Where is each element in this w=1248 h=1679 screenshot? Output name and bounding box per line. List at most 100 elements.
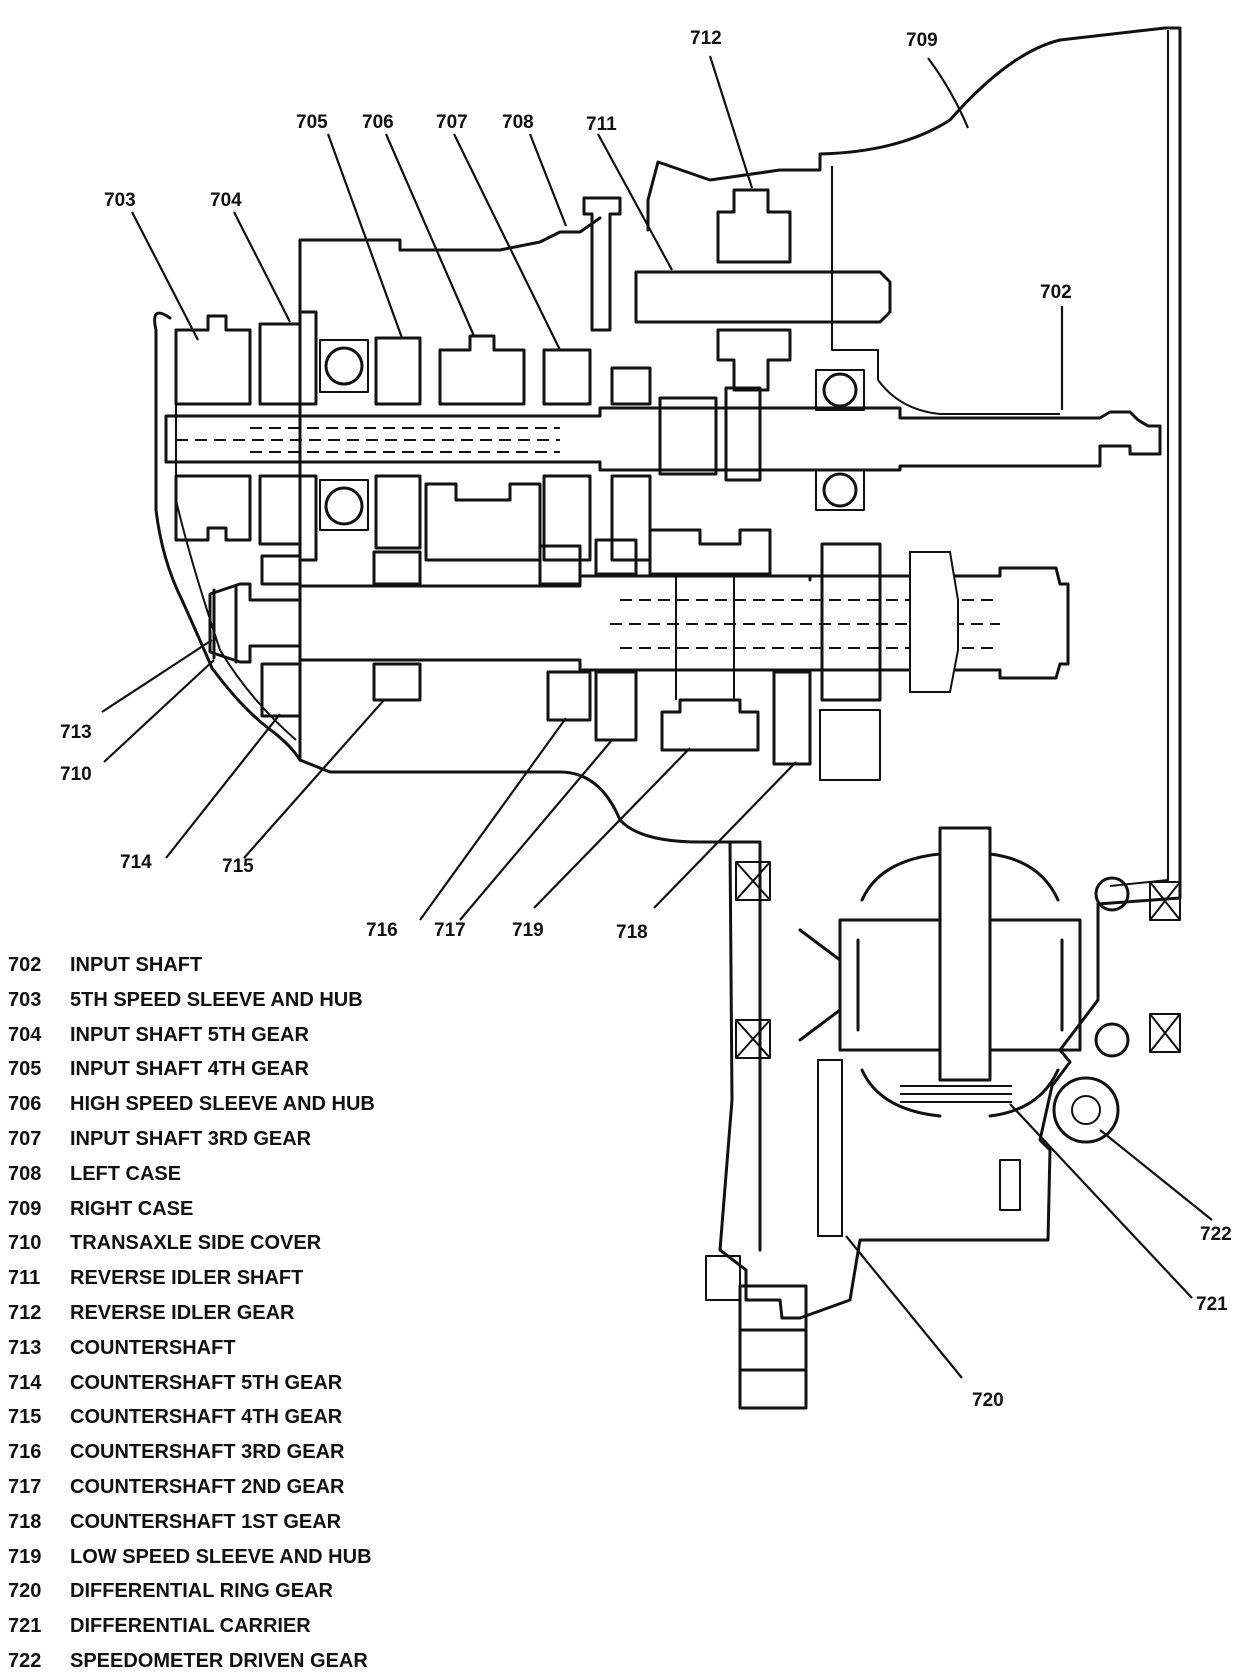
callout-718: 718 (616, 922, 648, 943)
legend-item: 703 5TH SPEED SLEEVE AND HUB (8, 983, 528, 1018)
parts-legend: 702 INPUT SHAFT 703 5TH SPEED SLEEVE AND H… (8, 948, 528, 1679)
legend-item: 722 SPEEDOMETER DRIVEN GEAR (8, 1644, 528, 1679)
callout-717: 717 (434, 920, 466, 941)
legend-number: 710 (8, 1232, 42, 1255)
legend-item: 719 LOW SPEED SLEEVE AND HUB (8, 1540, 528, 1575)
legend-number: 711 (8, 1267, 41, 1290)
legend-text: COUNTERSHAFT 5TH GEAR (70, 1371, 343, 1394)
legend-text: REVERSE IDLER SHAFT (70, 1267, 304, 1290)
callout-labels: 702 703 704 705 706 707 708 709 710 711 … (60, 28, 1232, 1411)
legend-number: 712 (8, 1301, 42, 1324)
callout-716: 716 (366, 920, 398, 941)
legend-item: 707 INPUT SHAFT 3RD GEAR (8, 1122, 528, 1157)
legend-item: 708 LEFT CASE (8, 1157, 528, 1192)
leader-lines (101, 55, 1213, 1379)
legend-number: 706 (8, 1093, 42, 1116)
legend-number: 720 (8, 1580, 42, 1603)
input-shaft-bore (250, 427, 560, 453)
reverse-idler-shaft (634, 270, 892, 324)
legend-item: 713 COUNTERSHAFT (8, 1331, 528, 1366)
legend-item: 711 REVERSE IDLER SHAFT (8, 1261, 528, 1296)
legend-text: DIFFERENTIAL CARRIER (70, 1615, 311, 1638)
callout-715: 715 (222, 856, 254, 877)
legend-text: INPUT SHAFT 4TH GEAR (70, 1058, 309, 1081)
legend-text: INPUT SHAFT 3RD GEAR (70, 1127, 312, 1150)
legend-number: 709 (8, 1197, 42, 1220)
legend-number: 719 (8, 1545, 42, 1568)
legend-number: 721 (8, 1615, 42, 1638)
legend-item: 717 COUNTERSHAFT 2ND GEAR (8, 1470, 528, 1505)
legend-text: 5TH SPEED SLEEVE AND HUB (70, 988, 363, 1011)
countershaft-gear-stack (260, 528, 959, 781)
callout-709: 709 (906, 30, 938, 51)
input-shaft (164, 406, 1162, 472)
callout-708: 708 (502, 112, 534, 133)
legend-item: 710 TRANSAXLE SIDE COVER (8, 1226, 528, 1261)
callout-710: 710 (60, 764, 92, 785)
legend-number: 713 (8, 1336, 42, 1359)
legend-number: 716 (8, 1441, 42, 1464)
legend-text: RIGHT CASE (70, 1197, 194, 1220)
legend-item: 721 DIFFERENTIAL CARRIER (8, 1609, 528, 1644)
callout-722: 722 (1200, 1224, 1232, 1245)
legend-item: 706 HIGH SPEED SLEEVE AND HUB (8, 1087, 528, 1122)
legend-text: TRANSAXLE SIDE COVER (70, 1232, 322, 1255)
callout-721: 721 (1196, 1294, 1228, 1315)
right-case-inner-edge (831, 30, 1169, 887)
legend-text: INPUT SHAFT (70, 954, 203, 976)
legend-number: 715 (8, 1406, 42, 1429)
legend-item: 704 INPUT SHAFT 5TH GEAR (8, 1018, 528, 1053)
legend-text: LOW SPEED SLEEVE AND HUB (70, 1545, 372, 1568)
legend-item: 715 COUNTERSHAFT 4TH GEAR (8, 1400, 528, 1435)
legend-number: 704 (8, 1023, 42, 1046)
legend-number: 717 (8, 1475, 42, 1498)
legend-text: COUNTERSHAFT 2ND GEAR (70, 1475, 345, 1498)
callout-714: 714 (120, 852, 152, 873)
legend-text: HIGH SPEED SLEEVE AND HUB (70, 1093, 375, 1116)
callout-719: 719 (512, 920, 544, 941)
countershaft-nut (212, 584, 238, 664)
callout-720: 720 (972, 1390, 1004, 1411)
legend-item: 716 COUNTERSHAFT 3RD GEAR (8, 1435, 528, 1470)
legend-item: 709 RIGHT CASE (8, 1192, 528, 1227)
right-case-outline (646, 26, 1182, 1320)
legend-text: SPEEDOMETER DRIVEN GEAR (70, 1649, 368, 1672)
legend-number: 705 (8, 1058, 42, 1081)
legend-item: 705 INPUT SHAFT 4TH GEAR (8, 1052, 528, 1087)
callout-703: 703 (104, 190, 136, 211)
legend-item: 720 DIFFERENTIAL RING GEAR (8, 1574, 528, 1609)
legend-item: 714 COUNTERSHAFT 5TH GEAR (8, 1366, 528, 1401)
legend-text: COUNTERSHAFT 4TH GEAR (70, 1406, 343, 1429)
legend-text: COUNTERSHAFT (70, 1336, 236, 1359)
legend-number: 718 (8, 1510, 42, 1533)
legend-item: 702 INPUT SHAFT (8, 948, 528, 983)
legend-text: LEFT CASE (70, 1162, 182, 1185)
legend-number: 708 (8, 1162, 42, 1185)
legend-text: DIFFERENTIAL RING GEAR (70, 1580, 333, 1603)
reverse-idler-gear (716, 188, 792, 392)
legend-number: 722 (8, 1649, 42, 1672)
callout-713: 713 (60, 722, 92, 743)
legend-number: 714 (8, 1371, 42, 1394)
input-gear-stack (174, 310, 865, 562)
legend-number: 702 (8, 954, 42, 976)
callout-704: 704 (210, 190, 242, 211)
countershaft (208, 566, 1070, 680)
differential (705, 826, 1181, 1410)
callout-711: 711 (586, 114, 617, 135)
legend-text: COUNTERSHAFT 3RD GEAR (70, 1441, 345, 1464)
legend-text: INPUT SHAFT 5TH GEAR (70, 1023, 309, 1046)
callout-706: 706 (362, 112, 394, 133)
legend-number: 703 (8, 988, 42, 1011)
callout-712: 712 (690, 28, 722, 49)
legend-number: 707 (8, 1127, 42, 1150)
callout-705: 705 (296, 112, 328, 133)
side-cover-inner (175, 330, 297, 741)
reverse-idler-bolt (582, 196, 622, 332)
legend-item: 712 REVERSE IDLER GEAR (8, 1296, 528, 1331)
callout-702: 702 (1040, 282, 1072, 303)
callout-707: 707 (436, 112, 468, 133)
legend-text: REVERSE IDLER GEAR (70, 1301, 295, 1324)
